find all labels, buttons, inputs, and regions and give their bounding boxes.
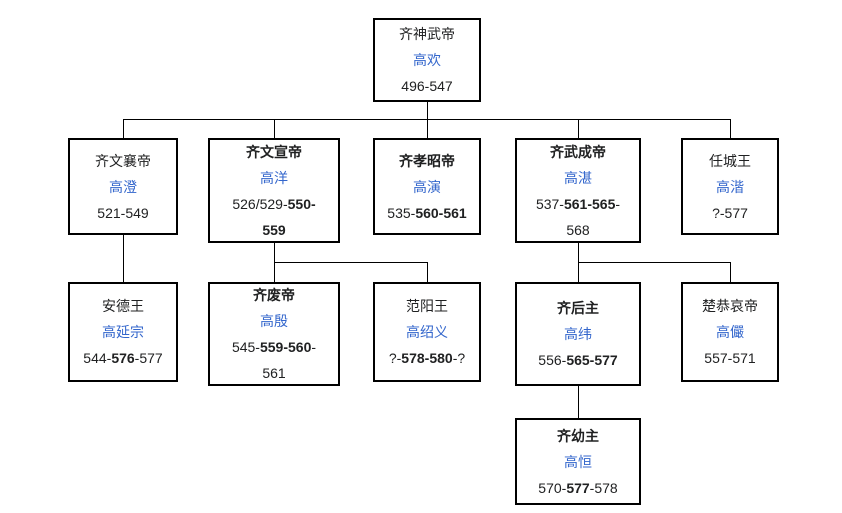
person-dates: 545-559-560- [232, 334, 316, 360]
person-name-link[interactable]: 高湛 [564, 169, 592, 186]
person-name-link[interactable]: 高殷 [260, 313, 288, 329]
person-dates-segment: 565-577 [566, 352, 618, 368]
person-name-link[interactable]: 高纬 [564, 326, 592, 342]
person-dates: 535-560-561 [387, 200, 466, 226]
person-name-link[interactable]: 高洋 [260, 169, 288, 186]
connector-line [427, 119, 428, 138]
person-dates: 556-565-577 [538, 347, 617, 373]
person-dates: 570-577-578 [538, 475, 617, 501]
connector-line [578, 262, 731, 263]
person-box-gaocheng: 齐文襄帝高澄 521-549 [68, 138, 178, 235]
person-dates-segment: 557-571 [704, 350, 756, 366]
person-box-gaoyan2: 楚恭哀帝高儼 557-571 [681, 282, 779, 382]
person-title: 齐幼主 [557, 427, 599, 444]
person-dates-segment: 568 [566, 221, 590, 238]
person-dates-segment: ?-577 [712, 204, 748, 221]
person-dates: 559 [262, 217, 285, 243]
person-name-link[interactable]: 高绍义 [406, 324, 448, 340]
person-name-link[interactable]: 高恒 [564, 453, 592, 470]
person-title: 安德王 [102, 298, 144, 314]
connector-line [427, 262, 428, 282]
person-dates: 526/529-550- [232, 191, 315, 217]
person-box-gaoyan: 齐孝昭帝高演 535-560-561 [373, 138, 481, 235]
person-dates-segment: 556- [538, 352, 567, 368]
person-dates-segment: 559 [262, 221, 286, 238]
person-title: 齐后主 [557, 300, 599, 316]
connector-line [123, 235, 124, 282]
person-dates: 537-561-565- [536, 191, 620, 217]
person-dates: 496-547 [401, 73, 452, 99]
connector-line [427, 102, 428, 119]
person-name-link[interactable]: 高欢 [413, 52, 441, 68]
person-dates: ?-578-580-? [389, 345, 465, 371]
connector-line [578, 119, 579, 138]
person-dates-segment: 537- [535, 195, 564, 212]
person-title: 齐神武帝 [399, 26, 455, 42]
person-dates-segment: 561 [262, 365, 286, 381]
person-title: 楚恭哀帝 [702, 298, 758, 314]
person-box-gaojie: 任城王高湝 ?-577 [681, 138, 779, 235]
person-dates-segment: 577 [566, 479, 590, 496]
person-name-link[interactable]: 高延宗 [102, 324, 144, 340]
connector-line [730, 262, 731, 282]
person-title: 范阳王 [406, 298, 448, 314]
connector-line [274, 119, 275, 138]
person-dates-segment: - [615, 195, 621, 212]
person-box-gaoshaoyi: 范阳王高绍义?-578-580-? [373, 282, 481, 382]
person-dates: 561 [262, 360, 285, 386]
person-dates: ?-577 [712, 200, 748, 226]
person-dates-segment: 561-565 [563, 195, 616, 212]
person-dates-segment: 535- [387, 204, 416, 221]
person-dates-segment: -? [452, 350, 466, 366]
person-dates-segment: 545- [231, 339, 260, 355]
person-dates-segment: 521-549 [97, 204, 149, 221]
person-name-link[interactable]: 高澄 [109, 178, 137, 195]
person-dates-segment: 544- [83, 350, 112, 366]
connector-line [578, 386, 579, 418]
connector-line [730, 119, 731, 138]
person-box-gaoheng: 齐幼主高恒 570-577-578 [515, 418, 641, 505]
person-dates-segment: 576 [111, 350, 135, 366]
person-dates: 568 [566, 217, 589, 243]
person-name-link[interactable]: 高演 [413, 178, 441, 195]
person-title: 齐文襄帝 [95, 152, 151, 169]
person-title: 齐文宣帝 [246, 143, 302, 160]
person-dates-segment: 560-561 [415, 204, 467, 221]
person-box-gaohuan: 齐神武帝高欢 496-547 [373, 18, 481, 102]
person-dates-segment: -577 [134, 350, 163, 366]
person-title: 任城王 [709, 152, 751, 169]
person-name-link[interactable]: 高儼 [716, 324, 744, 340]
person-title: 齐废帝 [253, 287, 295, 303]
person-dates-segment: 559-560 [259, 339, 312, 355]
connector-line [123, 119, 124, 138]
person-dates-segment: 570- [538, 479, 567, 496]
person-dates-segment: 496-547 [401, 78, 453, 94]
person-title: 齐孝昭帝 [399, 152, 455, 169]
person-dates-segment: 578-580 [401, 350, 453, 366]
person-dates-segment: 550- [287, 195, 316, 212]
person-dates: 544-576-577 [83, 345, 162, 371]
connector-line [274, 262, 428, 263]
person-name-link[interactable]: 高湝 [716, 178, 744, 195]
person-dates: 521-549 [97, 200, 148, 226]
person-box-gaowei: 齐后主高纬 556-565-577 [515, 282, 641, 386]
person-dates-segment: -578 [589, 479, 618, 496]
person-dates-segment: 526/529- [232, 195, 288, 212]
person-box-gaoyanzong: 安德王高延宗 544-576-577 [68, 282, 178, 382]
person-dates: 557-571 [704, 345, 755, 371]
person-dates-segment: ?- [388, 350, 402, 366]
person-dates-segment: - [311, 339, 317, 355]
person-title: 齐武成帝 [550, 143, 606, 160]
